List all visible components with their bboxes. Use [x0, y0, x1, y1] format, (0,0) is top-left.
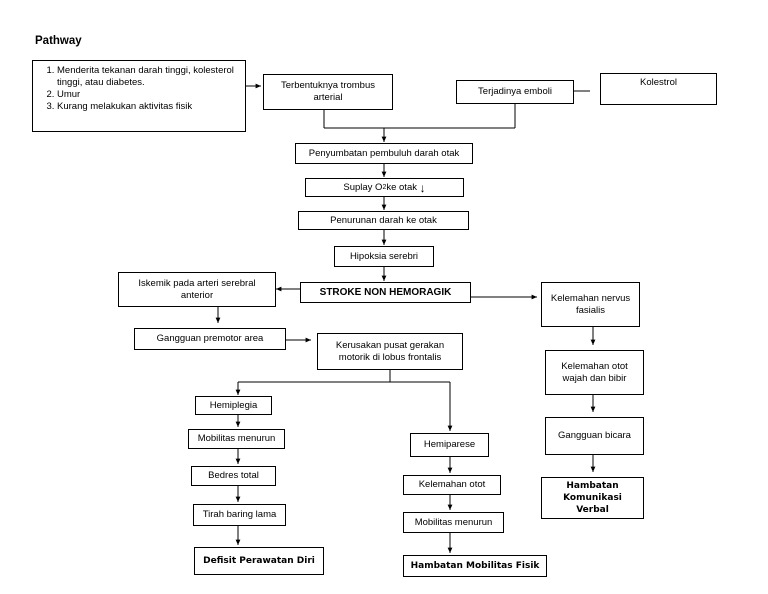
- node-trombus: Terbentuknya trombus arterial: [263, 74, 393, 110]
- suplay-prefix: Suplay O: [343, 181, 383, 193]
- node-emboli: Terjadinya emboli: [456, 80, 574, 104]
- node-kelemahan-nervus: Kelemahan nervus fasialis: [541, 282, 640, 327]
- node-penurunan: Penurunan darah ke otak: [298, 211, 469, 230]
- node-gangguan-bicara: Gangguan bicara: [545, 417, 644, 455]
- node-defisit: Defisit Perawatan Diri: [194, 547, 324, 575]
- node-hemiplegia: Hemiplegia: [195, 396, 272, 415]
- node-bedres: Bedres total: [191, 466, 276, 486]
- node-kelemahan-otot: Kelemahan otot: [403, 475, 501, 495]
- node-kolestrol: Kolestrol: [600, 73, 717, 105]
- node-mobilitas-menurun-2: Mobilitas menurun: [403, 512, 504, 533]
- risk-factor-item: Kurang melakukan aktivitas fisik: [57, 101, 239, 113]
- node-hambatan-fisik: Hambatan Mobilitas Fisik: [403, 555, 547, 577]
- down-arrow-icon: ↓: [419, 180, 426, 195]
- risk-factor-item: Umur: [57, 89, 239, 101]
- node-mobilitas-menurun-1: Mobilitas menurun: [188, 429, 285, 449]
- risk-factors-box: Menderita tekanan darah tinggi, kolester…: [32, 60, 246, 132]
- node-hemiparese: Hemiparese: [410, 433, 489, 457]
- page-title: Pathway: [35, 35, 82, 47]
- node-penyumbatan: Penyumbatan pembuluh darah otak: [295, 143, 473, 164]
- node-hipoksia: Hipoksia serebri: [334, 246, 434, 267]
- node-kelemahan-wajah: Kelemahan otot wajah dan bibir: [545, 350, 644, 395]
- risk-factors-list: Menderita tekanan darah tinggi, kolester…: [39, 65, 239, 113]
- node-hambatan-verbal: Hambatan Komunikasi Verbal: [541, 477, 644, 519]
- node-gangguan-premotor: Gangguan premotor area: [134, 328, 286, 350]
- node-stroke: STROKE NON HEMORAGIK: [300, 282, 471, 303]
- node-tirah: Tirah baring lama: [193, 504, 286, 526]
- suplay-suffix: ke otak: [386, 181, 417, 193]
- node-kerusakan: Kerusakan pusat gerakan motorik di lobus…: [317, 333, 463, 370]
- node-iskemik: Iskemik pada arteri serebral anterior: [118, 272, 276, 307]
- risk-factor-item: Menderita tekanan darah tinggi, kolester…: [57, 65, 239, 89]
